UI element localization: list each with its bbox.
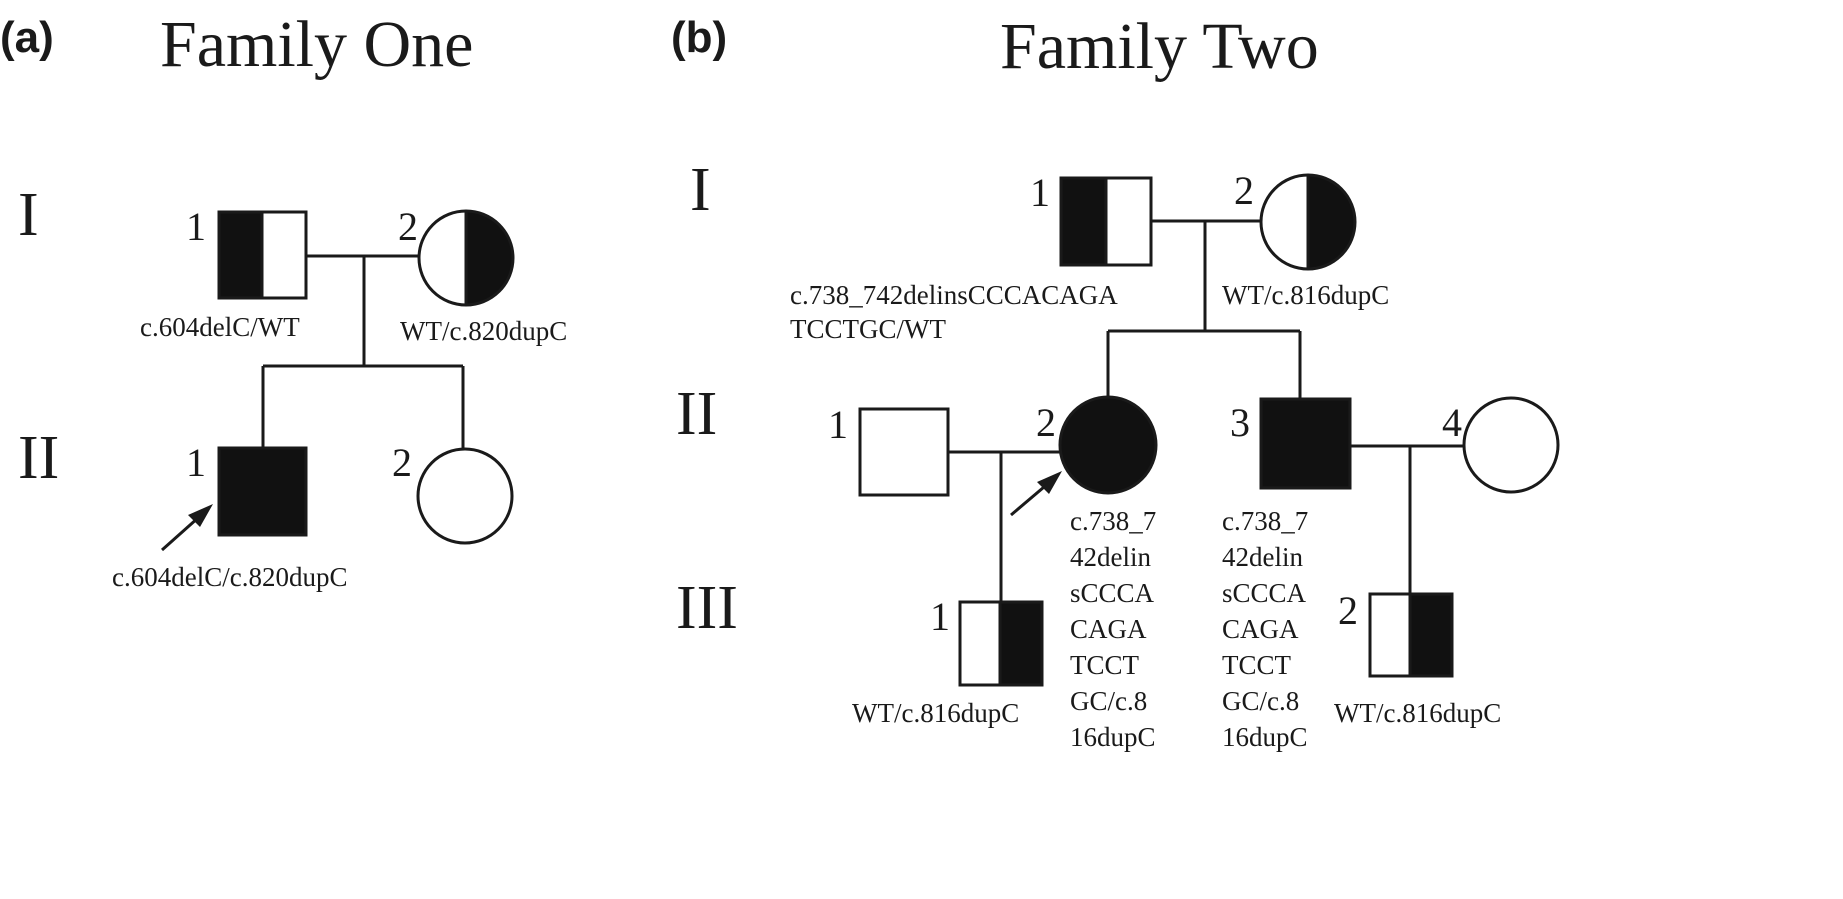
genotype-label: c.604delC/WT xyxy=(140,312,300,342)
genotype-label: WT/c.816dupC xyxy=(1334,698,1501,728)
panel-a-individual-II1: 1 c.604delC/c.820dupC xyxy=(112,440,347,592)
panel-b-lines xyxy=(948,219,1464,684)
individual-number: 1 xyxy=(186,440,206,485)
female-circle xyxy=(416,447,514,545)
panel-b: (b) Family Two I II III 1 c.738_742delin… xyxy=(671,10,1560,752)
genotype-label: WT/c.820dupC xyxy=(400,316,567,346)
panel-b-individual-II2: 2 c.738_7 42delin sCCCA CAGA TCCT GC/c.8… xyxy=(1010,395,1158,752)
panel-b-generation-1-label: I xyxy=(690,156,711,224)
genotype-label-line-2: 42delin xyxy=(1222,542,1303,572)
panel-b-individual-I1: 1 c.738_742delinsCCCACAGA TCCTGC/WT xyxy=(790,170,1153,344)
panel-b-individual-II1: 1 xyxy=(828,402,950,497)
panel-a-individual-II2: 2 xyxy=(392,440,514,545)
male-square-affected xyxy=(217,446,308,537)
individual-number: 1 xyxy=(828,402,848,447)
proband-arrow-icon xyxy=(1010,471,1062,517)
genotype-label: c.604delC/c.820dupC xyxy=(112,562,347,592)
genotype-label-line-7: 16dupC xyxy=(1222,722,1308,752)
panel-a-generation-1-label: I xyxy=(18,181,39,249)
female-circle-affected xyxy=(1058,395,1158,495)
panel-b-individual-III2: 2 WT/c.816dupC xyxy=(1334,588,1501,728)
genotype-label-line-2: TCCTGC/WT xyxy=(790,314,946,344)
male-square xyxy=(858,407,950,497)
individual-number: 2 xyxy=(398,204,418,249)
genotype-label-line-4: CAGA xyxy=(1070,614,1147,644)
proband-arrow-icon xyxy=(161,504,213,552)
panel-a-tag: (a) xyxy=(0,13,54,62)
genotype-label: WT/c.816dupC xyxy=(852,698,1019,728)
genotype-label-line-5: TCCT xyxy=(1222,650,1292,680)
genotype-label-line-3: sCCCA xyxy=(1222,578,1307,608)
genotype-label-line-2: 42delin xyxy=(1070,542,1151,572)
genotype-label-line-1: c.738_742delinsCCCACAGA xyxy=(790,280,1118,310)
male-square-affected xyxy=(1259,397,1352,490)
panel-b-individual-I2: 2 WT/c.816dupC xyxy=(1222,168,1389,310)
carrier-half-fill xyxy=(1061,178,1106,265)
individual-number: 2 xyxy=(1338,588,1358,633)
carrier-half-fill xyxy=(1410,594,1452,676)
panel-a-generation-2-label: II xyxy=(18,424,59,492)
individual-number: 3 xyxy=(1230,400,1250,445)
genotype-label-line-4: CAGA xyxy=(1222,614,1299,644)
panel-b-individual-III1: 1 WT/c.816dupC xyxy=(852,594,1044,728)
genotype-label-line-6: GC/c.8 xyxy=(1222,686,1299,716)
individual-number: 4 xyxy=(1442,400,1462,445)
panel-a-lines xyxy=(261,254,465,448)
carrier-half-fill xyxy=(1308,175,1355,269)
individual-number: 2 xyxy=(392,440,412,485)
panel-b-individual-II3: 3 c.738_7 42delin sCCCA CAGA TCCT GC/c.8… xyxy=(1222,397,1352,752)
individual-number: 2 xyxy=(1234,168,1254,213)
panel-b-generation-3-label: III xyxy=(676,574,738,642)
panel-b-individual-II4: 4 xyxy=(1442,396,1560,494)
genotype-label-line-3: sCCCA xyxy=(1070,578,1155,608)
carrier-half-fill xyxy=(1000,602,1042,685)
genotype-label-line-1: c.738_7 xyxy=(1222,506,1308,536)
panel-a-individual-I2: 2 WT/c.820dupC xyxy=(398,204,567,346)
carrier-half-fill xyxy=(219,212,262,298)
panel-a-individual-I1: 1 c.604delC/WT xyxy=(140,204,308,342)
genotype-label-line-6: GC/c.8 xyxy=(1070,686,1147,716)
genotype-label-line-1: c.738_7 xyxy=(1070,506,1156,536)
female-circle xyxy=(1462,396,1560,494)
genotype-label-line-5: TCCT xyxy=(1070,650,1140,680)
carrier-half-fill xyxy=(466,211,513,305)
panel-a: (a) Family One I II 1 c.604delC/WT 2 WT/… xyxy=(0,8,567,592)
panel-a-title: Family One xyxy=(160,8,473,81)
individual-number: 1 xyxy=(1030,170,1050,215)
individual-number: 1 xyxy=(186,204,206,249)
individual-number: 2 xyxy=(1036,400,1056,445)
individual-number: 1 xyxy=(930,594,950,639)
genotype-label: WT/c.816dupC xyxy=(1222,280,1389,310)
panel-b-tag: (b) xyxy=(671,13,727,62)
genotype-label-line-7: 16dupC xyxy=(1070,722,1156,752)
panel-b-title: Family Two xyxy=(1000,10,1319,83)
panel-b-generation-2-label: II xyxy=(676,380,717,448)
